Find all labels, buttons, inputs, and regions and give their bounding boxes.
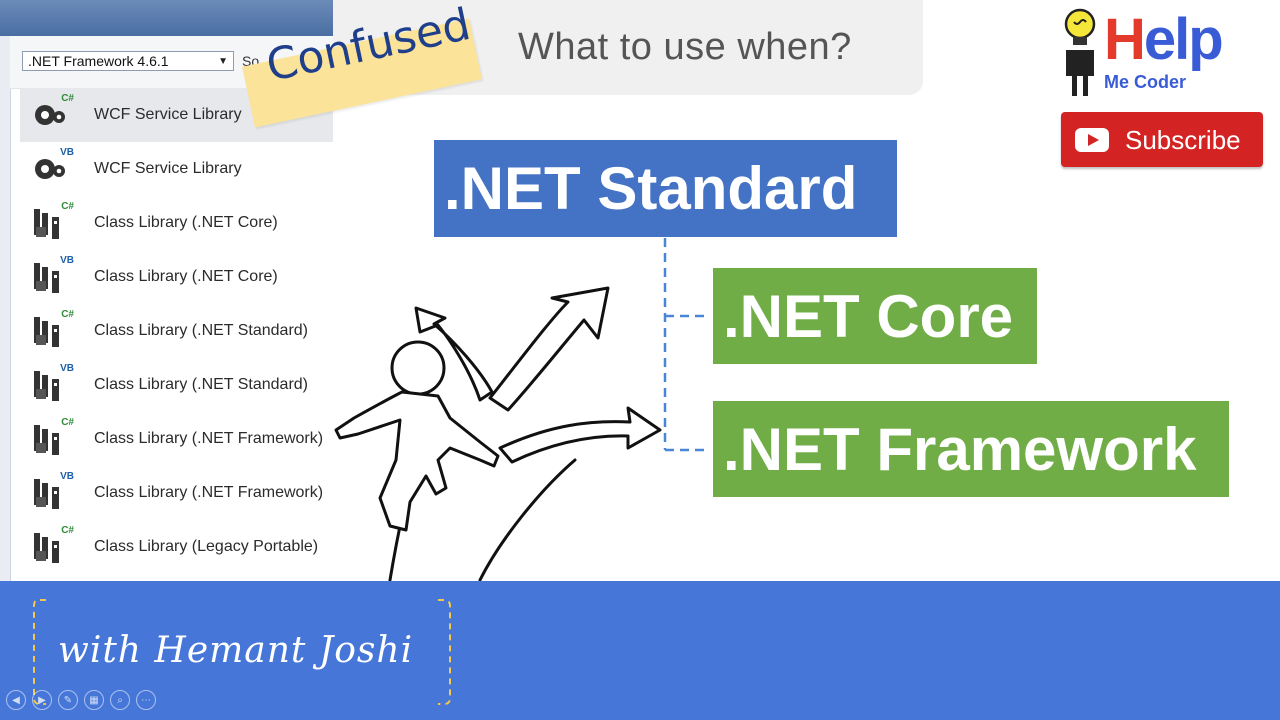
- slide-controls: ◀ ▶ ✎ ▦ ⌕ ⋯: [6, 690, 156, 710]
- template-label: Class Library (.NET Framework): [94, 484, 324, 501]
- template-label: Class Library (.NET Core): [94, 268, 278, 285]
- slides-grid-icon[interactable]: ▦: [84, 690, 104, 710]
- template-label: Class Library (.NET Standard): [94, 376, 308, 393]
- framework-select[interactable]: .NET Framework 4.6.1 ▼: [22, 51, 234, 71]
- template-item[interactable]: VB WCF Service Library: [20, 142, 333, 196]
- logo-help-text-rest: elp: [1143, 7, 1224, 72]
- vs-left-strip: [0, 36, 11, 581]
- vs-titlebar: [0, 0, 333, 36]
- help-me-coder-logo[interactable]: Help Me Coder: [1060, 6, 1260, 101]
- template-label: Class Library (.NET Standard): [94, 322, 308, 339]
- net-framework-box: .NET Framework: [713, 401, 1229, 497]
- template-item[interactable]: VB Class Library (.NET Core): [20, 250, 333, 304]
- language-badge: C#: [61, 93, 74, 104]
- template-label: Class Library (Legacy Portable): [94, 538, 319, 555]
- pen-icon[interactable]: ✎: [58, 690, 78, 710]
- template-label: WCF Service Library: [94, 106, 242, 123]
- template-item[interactable]: C# Class Library (.NET Core): [20, 196, 333, 250]
- class-library-icon: C#: [32, 201, 74, 243]
- language-badge: C#: [61, 417, 74, 428]
- class-library-icon: C#: [32, 309, 74, 351]
- lightbulb-person-icon: [1064, 8, 1096, 96]
- language-badge: VB: [60, 255, 74, 266]
- language-badge: C#: [61, 309, 74, 320]
- language-badge: VB: [60, 147, 74, 158]
- next-slide-icon[interactable]: ▶: [32, 690, 52, 710]
- class-library-icon: VB: [32, 363, 74, 405]
- author-credit: with Hemant Joshi: [58, 630, 414, 671]
- youtube-play-icon: [1075, 128, 1109, 152]
- question-heading: What to use when?: [518, 26, 852, 68]
- subscribe-button[interactable]: Subscribe: [1061, 112, 1263, 167]
- net-standard-box: .NET Standard: [434, 140, 897, 237]
- template-item[interactable]: VB Class Library (.NET Framework): [20, 466, 333, 520]
- logo-help-text-h: H: [1104, 7, 1146, 72]
- zoom-icon[interactable]: ⌕: [110, 690, 130, 710]
- class-library-icon: VB: [32, 471, 74, 513]
- wcf-service-icon: VB: [32, 147, 74, 189]
- net-core-label: .NET Core: [723, 282, 1014, 350]
- net-standard-label: .NET Standard: [444, 155, 858, 222]
- class-library-icon: C#: [32, 525, 74, 567]
- chevron-down-icon[interactable]: ▼: [218, 56, 228, 67]
- language-badge: VB: [60, 363, 74, 374]
- framework-select-value: .NET Framework 4.6.1: [28, 53, 169, 69]
- language-badge: C#: [61, 201, 74, 212]
- language-badge: C#: [61, 525, 74, 536]
- template-item[interactable]: VB Class Library (.NET Standard): [20, 358, 333, 412]
- bottom-bar: [0, 581, 1280, 720]
- logo-help-text: Help: [1104, 6, 1224, 73]
- subscribe-label: Subscribe: [1125, 125, 1241, 155]
- previous-slide-icon[interactable]: ◀: [6, 690, 26, 710]
- language-badge: VB: [60, 471, 74, 482]
- more-options-icon[interactable]: ⋯: [136, 690, 156, 710]
- confused-person-illustration: [334, 286, 662, 581]
- net-core-box: .NET Core: [713, 268, 1037, 364]
- template-item[interactable]: C# Class Library (.NET Standard): [20, 304, 333, 358]
- template-label: Class Library (.NET Framework): [94, 430, 324, 447]
- template-item[interactable]: C# Class Library (Legacy Portable): [20, 520, 333, 574]
- template-label: WCF Service Library: [94, 160, 242, 177]
- wcf-service-icon: C#: [32, 93, 74, 135]
- net-framework-label: .NET Framework: [723, 415, 1197, 483]
- template-label: Class Library (.NET Core): [94, 214, 278, 231]
- logo-me-coder-text: Me Coder: [1104, 72, 1187, 92]
- class-library-icon: VB: [32, 255, 74, 297]
- template-item[interactable]: C# Class Library (.NET Framework): [20, 412, 333, 466]
- class-library-icon: C#: [32, 417, 74, 459]
